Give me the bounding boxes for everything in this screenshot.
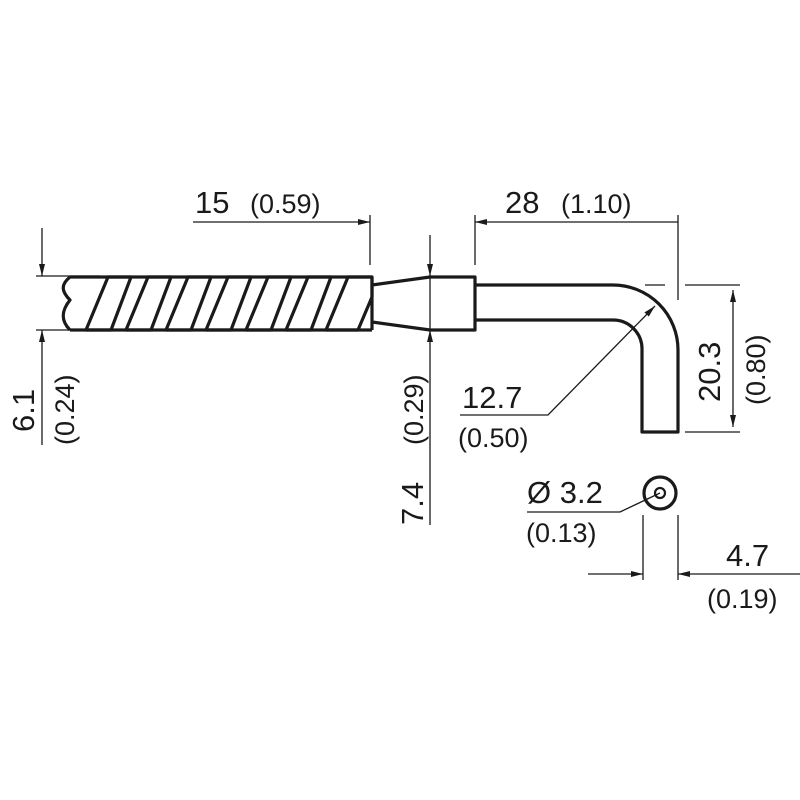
tip-diameter-mm: Ø 3.2	[527, 475, 603, 510]
probe-end-view	[642, 475, 678, 511]
spiral-band	[324, 275, 374, 332]
tip-diameter-inch: (0.13)	[526, 518, 597, 548]
dimension-lines	[39, 219, 800, 577]
cable	[61, 275, 374, 332]
spiral-band	[204, 275, 253, 332]
probe-length-inch: (1.10)	[561, 189, 632, 219]
probe-diameter-mm: 4.7	[726, 538, 769, 573]
spiral-band	[244, 275, 293, 332]
cable-diameter-mm: 6.1	[6, 389, 41, 432]
spiral-band	[164, 275, 213, 332]
sleeve-length-inch: (0.59)	[250, 189, 321, 219]
cable-spiral-wrap	[84, 275, 374, 332]
probe-diameter-inch: (0.19)	[707, 584, 778, 614]
sleeve	[370, 275, 477, 332]
bend-height-mm: 20.3	[692, 342, 727, 402]
bent-probe	[475, 283, 680, 434]
spiral-band	[284, 275, 333, 332]
probe-length-mm: 28	[505, 185, 539, 220]
bend-radius-inch: (0.50)	[458, 423, 529, 453]
sleeve-length-mm: 15	[195, 185, 229, 220]
sleeve-diameter-mm: 7.4	[395, 482, 430, 525]
cable-diameter-inch: (0.24)	[50, 374, 80, 445]
spiral-band	[84, 275, 133, 332]
bend-height-inch: (0.80)	[741, 334, 771, 405]
bend-radius-mm: 12.7	[462, 380, 522, 415]
extension-lines	[36, 215, 740, 580]
spiral-band	[124, 275, 173, 332]
sleeve-diameter-inch: (0.29)	[399, 374, 429, 445]
